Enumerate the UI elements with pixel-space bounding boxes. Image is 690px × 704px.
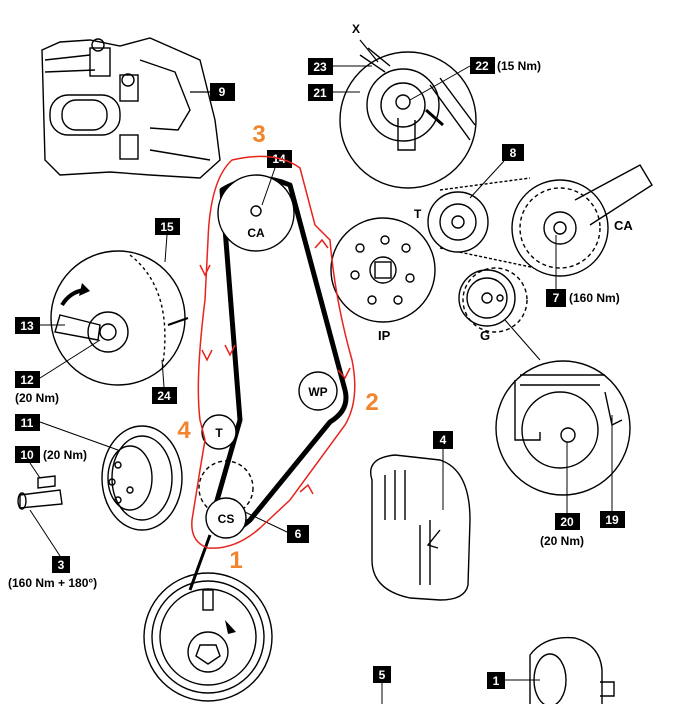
svg-text:11: 11 <box>21 416 34 430</box>
callout-23: 23 <box>308 58 372 75</box>
svg-text:1: 1 <box>493 674 500 688</box>
pulley-ca: CA <box>217 174 295 252</box>
pulley-cs: CS <box>198 460 254 539</box>
svg-text:21: 21 <box>313 86 327 100</box>
tensioner-detail-top: X <box>339 22 477 189</box>
label-ca-right: CA <box>614 218 633 233</box>
callout-20: 20 (20 Nm) <box>540 442 584 548</box>
callout-10: 10 (20 Nm) <box>15 446 87 479</box>
svg-text:20: 20 <box>560 515 574 529</box>
callout-24: 24 <box>152 359 177 404</box>
label-ip: IP <box>378 328 391 343</box>
callout-12: 12 (20 Nm) <box>15 339 101 405</box>
svg-text:4: 4 <box>440 433 447 447</box>
svg-text:22: 22 <box>475 59 489 73</box>
idler-part-bottom <box>529 636 615 704</box>
svg-text:X: X <box>352 22 360 36</box>
engine-head-illustration <box>41 37 221 179</box>
callout-6: 6 <box>244 511 309 543</box>
belt-drop-line <box>188 534 212 591</box>
label-g: G <box>480 328 490 343</box>
callout-9: 9 <box>190 83 235 101</box>
svg-text:CA: CA <box>247 226 265 240</box>
crank-pulley-small <box>17 425 183 531</box>
callout-3: 3 (160 Nm + 180°) <box>8 509 97 590</box>
svg-text:6: 6 <box>295 527 302 541</box>
svg-text:(15 Nm): (15 Nm) <box>497 59 541 73</box>
callout-11: 11 <box>15 414 119 451</box>
callout-5: 5 <box>373 666 391 704</box>
right-belt-assembly <box>330 164 653 333</box>
svg-text:15: 15 <box>160 220 174 234</box>
sequence-2: 2 <box>365 389 378 416</box>
red-belt-route <box>191 155 356 549</box>
crank-pulley-bottom <box>143 572 273 702</box>
svg-text:23: 23 <box>313 60 327 74</box>
callout-19: 19 <box>600 415 625 528</box>
svg-text:24: 24 <box>157 389 171 403</box>
sequence-3: 3 <box>252 121 265 148</box>
left-tensioner-detail <box>50 250 189 386</box>
callout-13: 13 <box>15 317 65 334</box>
svg-text:(20 Nm): (20 Nm) <box>15 391 59 405</box>
pulley-wp: WP <box>298 371 338 411</box>
svg-text:(160 Nm + 180°): (160 Nm + 180°) <box>8 576 97 590</box>
svg-text:7: 7 <box>553 291 560 305</box>
callout-15: 15 <box>155 218 180 263</box>
tensioner-detail-right <box>495 319 631 496</box>
callout-4: 4 <box>433 431 453 510</box>
svg-text:CS: CS <box>218 512 235 526</box>
svg-text:5: 5 <box>379 668 386 682</box>
svg-text:(20 Nm): (20 Nm) <box>540 534 584 548</box>
svg-text:13: 13 <box>20 319 34 333</box>
svg-text:WP: WP <box>308 385 327 399</box>
crank-mark-detail <box>370 454 471 601</box>
svg-text:10: 10 <box>20 448 34 462</box>
sequence-4: 4 <box>177 417 191 444</box>
callout-8: 8 <box>469 144 524 199</box>
svg-text:(20 Nm): (20 Nm) <box>43 448 87 462</box>
svg-text:9: 9 <box>219 85 226 99</box>
callout-1: 1 <box>487 672 540 689</box>
callout-21: 21 <box>308 84 360 101</box>
label-t-right: T <box>414 207 422 221</box>
svg-text:8: 8 <box>510 146 517 160</box>
callout-7: 7 (160 Nm) <box>546 235 620 307</box>
sequence-1: 1 <box>229 547 242 574</box>
svg-text:12: 12 <box>20 373 34 387</box>
pulley-t: T <box>201 414 237 450</box>
callout-22: 22 (15 Nm) <box>409 57 541 101</box>
svg-text:T: T <box>215 426 223 440</box>
svg-text:(160 Nm): (160 Nm) <box>569 291 620 305</box>
svg-text:19: 19 <box>605 513 619 527</box>
svg-text:3: 3 <box>58 558 65 572</box>
